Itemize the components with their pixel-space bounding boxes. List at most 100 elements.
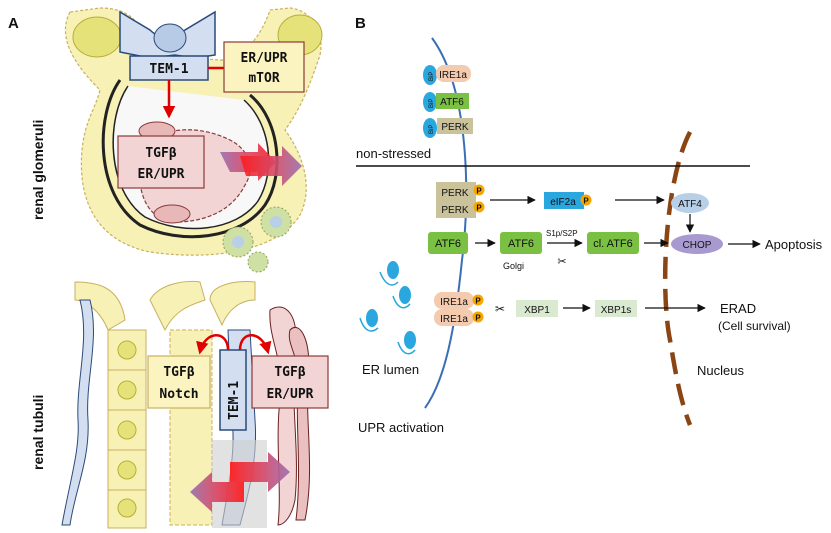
tubule-curve-right: [209, 281, 256, 327]
glomeruli-label: renal glomeruli: [30, 120, 46, 220]
s1p-s2p-label: S1p/S2P: [546, 229, 578, 238]
perk-box: [437, 118, 473, 134]
glom-tem1-label: TEM-1: [149, 62, 188, 77]
bip-icon: [423, 92, 437, 112]
bip-label: BiP: [429, 125, 435, 134]
phospho-label: P: [476, 204, 482, 213]
non-stressed-sensors: BiP IRE1a BiP ATF6 BiP PERK: [423, 65, 473, 138]
bip-icon: [404, 331, 416, 349]
atf6-golgi-box: [500, 232, 542, 254]
bip-chain: [359, 317, 379, 332]
endothelial-nucleus: [153, 23, 187, 53]
ire1a-label: IRE1a: [440, 314, 468, 325]
xbp1-label: XBP1: [524, 305, 550, 316]
bip-icon: [366, 309, 378, 327]
ire1a-label: IRE1a: [439, 70, 467, 81]
tub-tgf-box: [251, 355, 329, 409]
phospho-icon: [473, 201, 485, 213]
xbp1s-label: XBP1s: [601, 305, 632, 316]
perk-label: PERK: [441, 122, 469, 133]
atf6-box: [436, 93, 469, 109]
bip-label: BiP: [429, 99, 435, 108]
chop-label: CHOP: [683, 240, 712, 251]
bip-icon: [399, 286, 411, 304]
tub-tgf-line1: TGFβ: [274, 365, 305, 380]
glom-er-upr-line2: mTOR: [248, 71, 279, 86]
tub-tgf-line2: ER/UPR: [267, 387, 314, 402]
ire1a-box: [434, 292, 474, 309]
golgi-label: Golgi: [503, 261, 524, 271]
nucleus-label: Nucleus: [697, 363, 744, 378]
phospho-icon: [580, 194, 592, 206]
tubuli-label: renal tubuli: [30, 395, 46, 470]
tem1-arrow-left: [196, 334, 230, 355]
perk-label: PERK: [441, 188, 469, 199]
epithelial-column: [107, 329, 147, 529]
exchange-arrow-right: [240, 146, 302, 186]
cell-survival-label: (Cell survival): [718, 319, 791, 333]
atf6-pathway: ATF6 ATF6 Golgi S1p/S2P ✂ cl. ATF6 CHOP …: [428, 229, 823, 271]
perk-dimer-box: [436, 182, 476, 218]
atf6-label: ATF6: [508, 238, 534, 250]
cl-atf6-box: [587, 232, 639, 254]
xbp1-box: [516, 300, 558, 317]
ire1a-box: [436, 65, 471, 82]
bip-chain: [397, 341, 416, 355]
phospho-label: P: [583, 197, 589, 206]
bip-icon: [423, 118, 437, 138]
nucleus-shape: [72, 16, 122, 58]
bip-chain: [379, 271, 399, 286]
atf4-ellipse: [671, 193, 709, 213]
tem1-arrow-right: [238, 334, 272, 355]
glom-er-upr-box: [223, 41, 305, 93]
atf4-label: ATF4: [678, 199, 702, 210]
fibroblast-blue-left: [61, 299, 94, 526]
erad-label: ERAD: [720, 301, 756, 316]
tubule-curve-mid: [149, 280, 206, 332]
tub-tem1-label: TEM-1: [227, 381, 242, 420]
bip-icon: [423, 65, 437, 85]
ire1a-pathway: IRE1a IRE1a P P ✂ XBP1 XBP1s ERAD (Cell …: [434, 292, 791, 333]
panel-b-letter: B: [355, 15, 366, 32]
ire1a-label: IRE1a: [440, 297, 468, 308]
scissors-icon: ✂: [495, 302, 505, 316]
bip-label: BiP: [429, 72, 435, 81]
glomerulus-diagram: TEM-1 ER/UPR mTOR TGFβ ER/UPR renal glom…: [30, 7, 323, 273]
phospho-icon: [472, 311, 484, 323]
eif2a-label: eIF2a: [550, 197, 576, 208]
perk-label: PERK: [441, 205, 469, 216]
apoptosis-label: Apoptosis: [765, 237, 823, 252]
nuclear-envelope: [662, 130, 693, 426]
atf6-label: ATF6: [435, 238, 461, 250]
green-vesicles: [222, 206, 292, 273]
tub-arrow-right: [230, 452, 290, 492]
cl-atf6-label: cl. ATF6: [593, 238, 633, 250]
er-lumen-label: ER lumen: [362, 362, 419, 377]
ire1a-box: [434, 309, 474, 326]
xbp1s-box: [595, 300, 637, 317]
eif2a-box: [544, 192, 584, 209]
tub-tem1-box: [219, 349, 247, 431]
atf6-label: ATF6: [440, 97, 464, 108]
phospho-label: P: [476, 187, 482, 196]
basement-membrane: [101, 79, 279, 239]
tub-arrow-left: [190, 472, 244, 512]
glom-er-upr-line1: ER/UPR: [241, 51, 288, 66]
panel-a-letter: A: [8, 15, 19, 32]
phospho-icon: [473, 184, 485, 196]
bip-icon: [387, 261, 399, 279]
bip-chain: [392, 295, 411, 309]
chop-ellipse: [671, 234, 723, 254]
tub-notch-line1: TGFβ: [163, 365, 194, 380]
mesangial-nucleus: [153, 204, 191, 224]
free-bip-molecules: [359, 261, 416, 355]
perk-pathway: PERK PERK P P eIF2a P ATF4: [436, 182, 709, 233]
non-stressed-label: non-stressed: [356, 146, 431, 161]
phospho-label: P: [475, 314, 481, 323]
scissors-icon: ✂: [557, 256, 566, 268]
tub-notch-box: [147, 355, 211, 409]
tubulus-diagram: TGFβ Notch TEM-1 TGFβ ER/UPR renal tubul…: [30, 280, 329, 529]
glom-tgf-box: [117, 135, 205, 189]
tub-notch-line2: Notch: [159, 387, 198, 402]
